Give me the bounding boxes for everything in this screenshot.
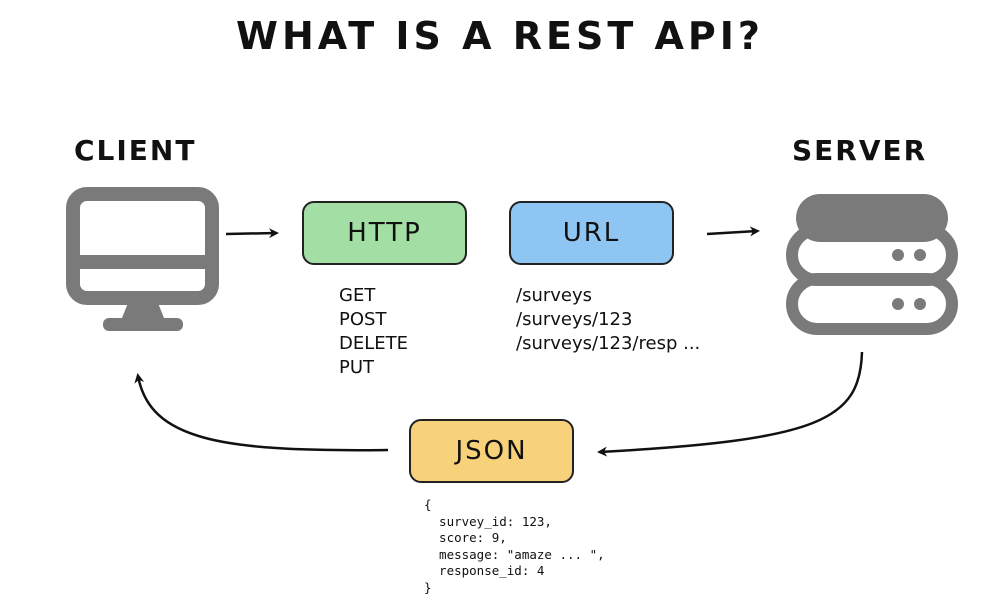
client-label: CLIENT bbox=[74, 134, 197, 167]
url-paths-list: /surveys /surveys/123 /surveys/123/resp … bbox=[516, 284, 700, 356]
http-method: POST bbox=[339, 309, 387, 330]
json-code-line: survey_id: 123, bbox=[424, 513, 552, 529]
arrow-server-to-json bbox=[597, 351, 864, 457]
url-path: /surveys/123 bbox=[516, 309, 633, 330]
json-code-line: { bbox=[424, 497, 432, 512]
url-box: URL bbox=[509, 201, 674, 265]
http-methods-list: GET POST DELETE PUT bbox=[339, 284, 408, 380]
json-code-line: message: "amaze ... ", bbox=[424, 546, 605, 562]
monitor-icon bbox=[66, 187, 219, 331]
url-path: /surveys bbox=[516, 285, 593, 306]
http-label: HTTP bbox=[347, 218, 422, 248]
json-code-line: score: 9, bbox=[424, 530, 507, 545]
json-code-line: response_id: 4 bbox=[424, 563, 545, 578]
url-label: URL bbox=[562, 218, 621, 248]
json-label: JSON bbox=[455, 436, 528, 466]
url-path: /surveys/123/resp ... bbox=[516, 333, 701, 354]
diagram-title: WHAT IS A REST API? bbox=[236, 14, 764, 58]
arrow-client-to-http bbox=[225, 228, 279, 239]
json-box: JSON bbox=[409, 419, 574, 483]
json-example-code: { survey_id: 123, score: 9, message: "am… bbox=[424, 497, 605, 596]
server-icon bbox=[786, 194, 958, 335]
http-box: HTTP bbox=[302, 201, 467, 265]
json-code-line: } bbox=[424, 579, 432, 595]
http-method: DELETE bbox=[339, 333, 409, 354]
http-method: GET bbox=[339, 285, 376, 306]
server-label: SERVER bbox=[792, 134, 928, 167]
arrow-json-to-client bbox=[134, 373, 389, 452]
arrow-url-to-server bbox=[706, 226, 760, 237]
http-method: PUT bbox=[339, 357, 375, 378]
